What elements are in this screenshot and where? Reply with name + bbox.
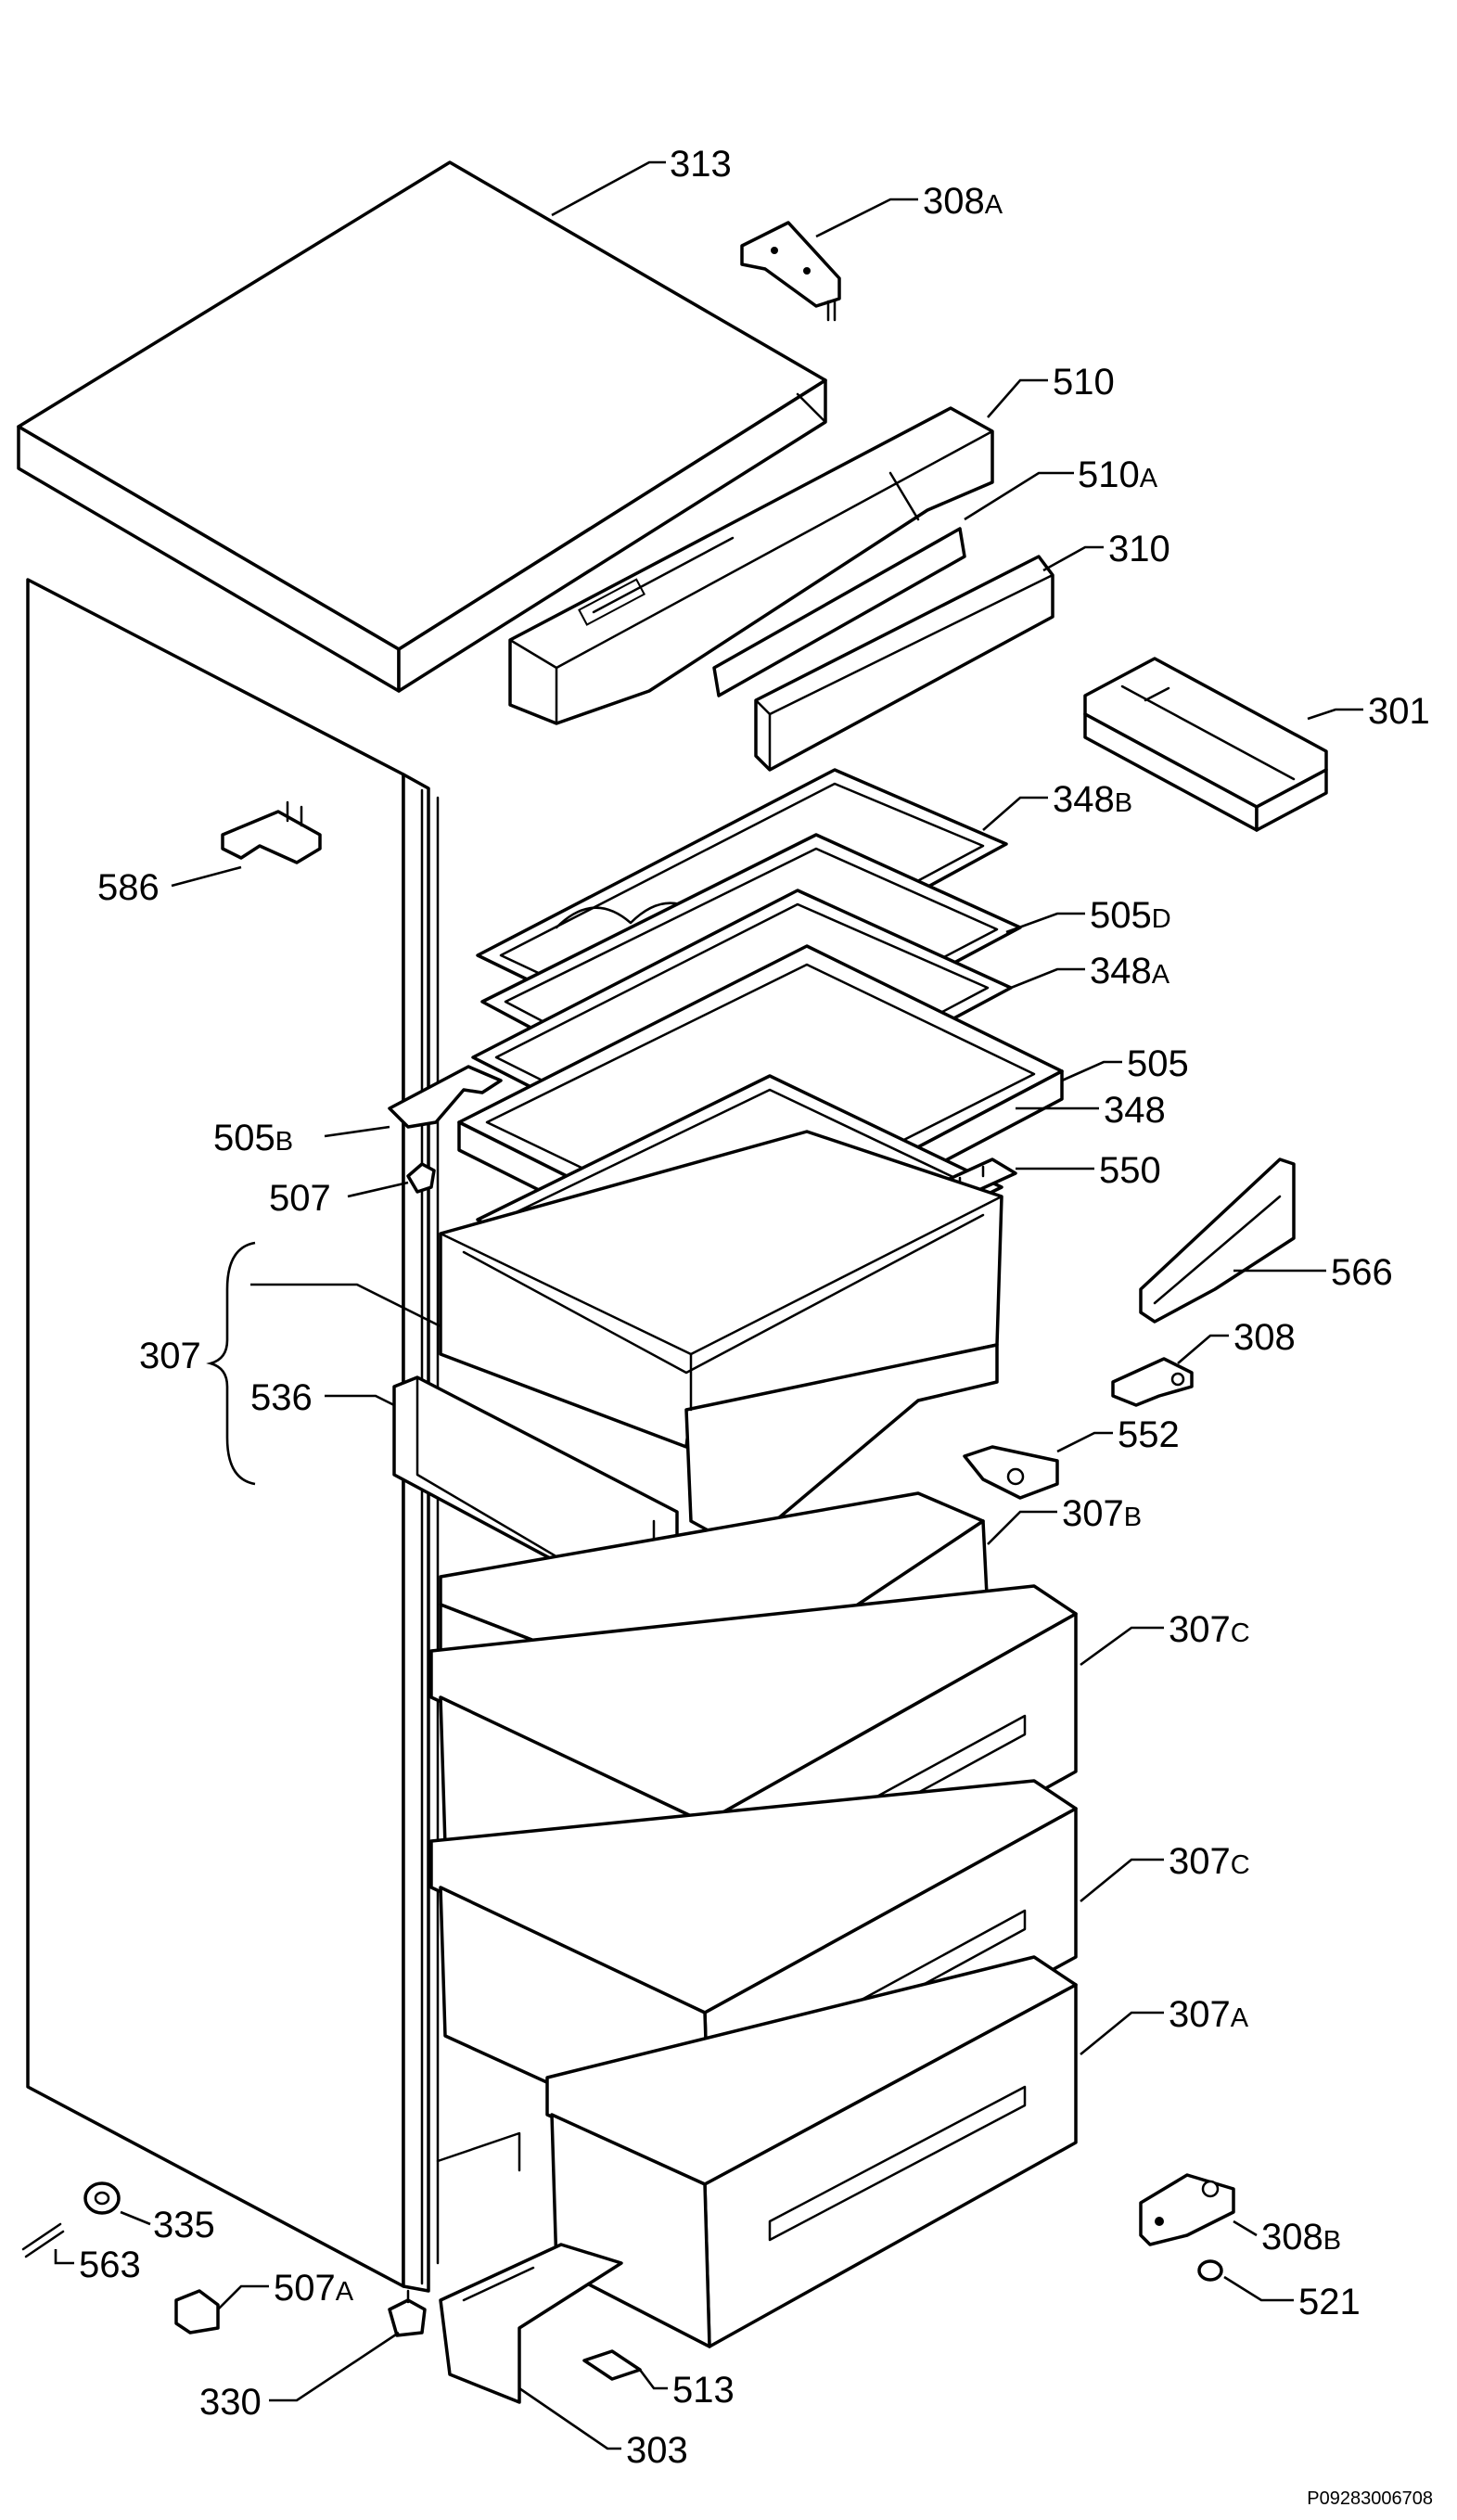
hinge-308b: [1139, 2173, 1235, 2246]
label-563: 563: [79, 2245, 141, 2285]
part-labels: 313 308A 510 510A 310 301 348B 586 505D …: [79, 144, 1433, 2509]
label-301: 301: [1368, 691, 1430, 732]
label-550: 550: [1099, 1150, 1161, 1191]
top-hinge-308a: [740, 221, 841, 322]
shelf-bracket-505b: [388, 1065, 503, 1129]
label-348: 348: [1104, 1090, 1166, 1131]
label-307c-2: 307C: [1169, 1841, 1250, 1882]
cover-513: [582, 2349, 642, 2381]
part-566: [1139, 1158, 1296, 1324]
hinge-308: [1111, 1357, 1194, 1407]
label-307b: 307B: [1062, 1493, 1142, 1534]
label-521: 521: [1298, 2282, 1361, 2322]
label-505: 505: [1127, 1043, 1189, 1084]
label-308b: 308B: [1261, 2217, 1341, 2258]
label-308a: 308A: [923, 181, 1003, 222]
screw-563: [21, 2222, 65, 2258]
label-505b: 505B: [213, 1118, 293, 1158]
cabinet-body: [26, 578, 521, 2293]
drawer-307: [439, 1130, 1003, 1551]
rail-552: [963, 1445, 1059, 1500]
label-507: 507: [269, 1178, 331, 1219]
label-552: 552: [1118, 1414, 1180, 1455]
label-303: 303: [626, 2430, 688, 2471]
leader-lines: [54, 160, 1363, 2450]
label-313: 313: [670, 144, 732, 185]
label-566: 566: [1331, 1252, 1393, 1293]
label-307c-1: 307C: [1169, 1609, 1250, 1650]
drawer-307a: [545, 1955, 1078, 2348]
label-307a: 307A: [1169, 1994, 1249, 2035]
roller-335: [83, 2181, 121, 2215]
clip-507a: [174, 2289, 220, 2335]
clip-507: [406, 1162, 436, 1194]
top-cover: [17, 160, 827, 693]
kick-plate-303: [439, 2243, 623, 2404]
panel-strip-510a: [712, 527, 966, 697]
label-307: 307: [139, 1336, 201, 1376]
label-510: 510: [1053, 362, 1115, 403]
label-513: 513: [672, 2370, 735, 2411]
label-330: 330: [199, 2382, 262, 2423]
handle-bar-310: [754, 555, 1054, 772]
ice-tray-301: [1083, 657, 1328, 832]
label-536: 536: [250, 1377, 313, 1418]
label-308: 308: [1233, 1317, 1296, 1358]
label-586: 586: [97, 867, 160, 908]
label-348a: 348A: [1090, 951, 1170, 991]
label-335: 335: [153, 2205, 215, 2245]
label-507a: 507A: [274, 2268, 354, 2309]
label-505d: 505D: [1090, 895, 1171, 936]
label-510a: 510A: [1078, 454, 1158, 495]
label-348b: 348B: [1053, 779, 1132, 820]
plug-521: [1197, 2259, 1223, 2282]
document-code: P09283006708: [1307, 2488, 1433, 2509]
label-310: 310: [1108, 529, 1170, 569]
control-panel-510: [508, 406, 994, 725]
foot-330: [388, 2289, 427, 2337]
bracket-586: [221, 800, 322, 864]
